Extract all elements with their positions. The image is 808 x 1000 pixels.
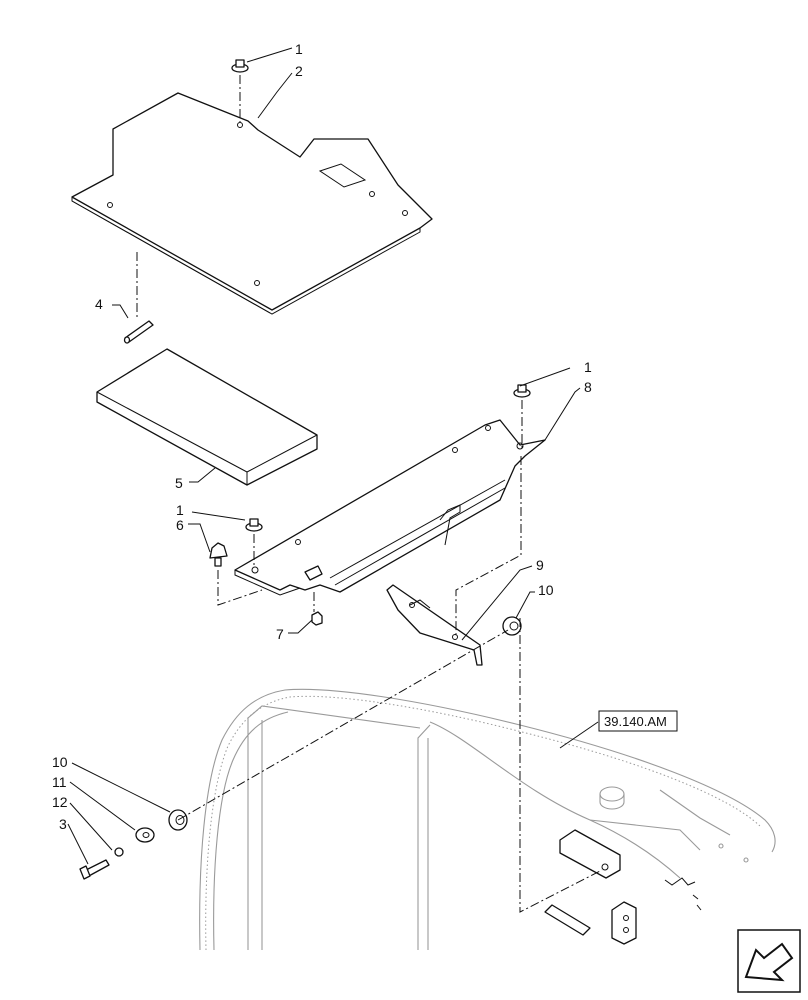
nut (311, 611, 323, 626)
callout-3: 3 (59, 816, 67, 832)
callout-1-right: 1 (584, 359, 592, 375)
reference-box[interactable]: 39.140.AM (598, 710, 678, 732)
flange-bolt-top (231, 59, 249, 73)
pin (123, 320, 154, 344)
lock-washer (114, 847, 124, 857)
callout-1-top: 1 (295, 41, 303, 57)
floor-mat (71, 92, 433, 315)
callout-8: 8 (584, 379, 592, 395)
rubber-buffer (209, 542, 228, 567)
callout-10-lower: 10 (52, 754, 68, 770)
washer (135, 827, 155, 843)
callouts: 1 2 4 1 8 5 1 6 7 9 10 10 11 12 3 (52, 41, 592, 832)
callout-7: 7 (276, 626, 284, 642)
callout-9: 9 (536, 557, 544, 573)
callout-10-upper: 10 (538, 582, 554, 598)
hook-bracket (386, 584, 483, 666)
callout-6: 6 (176, 517, 184, 533)
callout-1-left: 1 (176, 502, 184, 518)
callout-2: 2 (295, 63, 303, 79)
callout-11: 11 (52, 774, 67, 790)
flange-bolt-left (245, 518, 263, 532)
rubber-blocks (544, 829, 702, 945)
callout-12: 12 (52, 794, 68, 810)
spacer-upper (502, 616, 522, 636)
leader-lines (67, 47, 599, 865)
bolt (79, 859, 110, 880)
callout-5: 5 (175, 475, 183, 491)
arrow-icon[interactable] (737, 929, 801, 993)
foam-pad (96, 348, 318, 486)
bracket (234, 419, 546, 596)
assembly-lines (136, 75, 603, 913)
reference-label: 39.140.AM (604, 714, 667, 729)
cab-outline (199, 688, 776, 951)
callout-4: 4 (95, 296, 103, 312)
flange-bolt-right (513, 384, 531, 398)
